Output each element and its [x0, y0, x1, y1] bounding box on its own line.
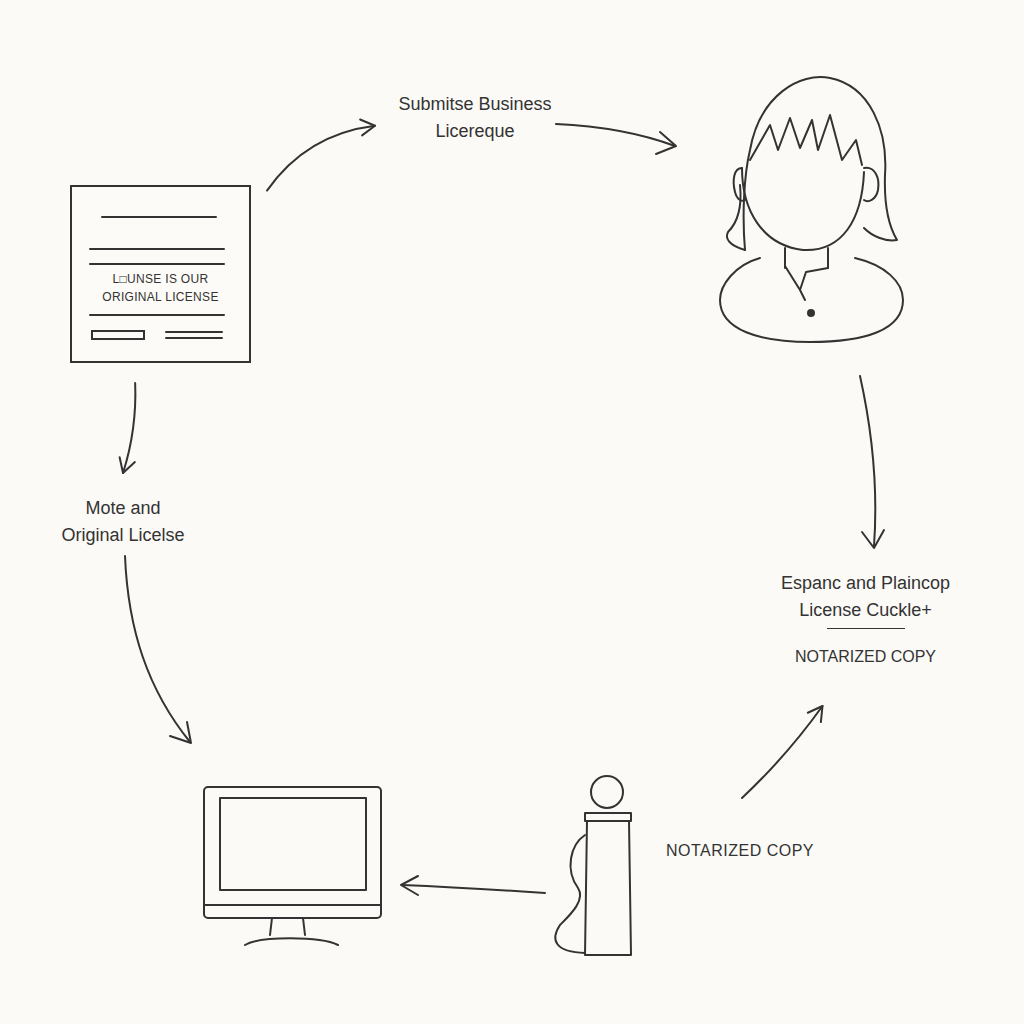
step-label: Submitse Business Licereque [385, 91, 565, 147]
node-text: Mote and Original Licelse [57, 495, 189, 549]
flow-arrow [742, 706, 823, 798]
node-text: Submitse Business Licereque [385, 91, 565, 145]
note-text: NOTARIZED COPY [758, 643, 973, 670]
divider-line [827, 628, 905, 629]
step-label: Mote and Original Licelse [57, 495, 189, 551]
node-text: NOTARIZED COPY [655, 840, 825, 862]
person-icon [720, 77, 903, 342]
flow-arrow [267, 119, 375, 190]
node-text: L□UNSE IS OUR ORIGINAL LICENSE [72, 270, 249, 306]
monitor-icon [204, 787, 381, 945]
flow-arrow [120, 383, 136, 473]
step-label: NOTARIZED COPY [655, 840, 825, 864]
document-box: L□UNSE IS OUR ORIGINAL LICENSE [70, 185, 251, 363]
step-label: Espanc and Plaincop License Cuckle+ NOTAR… [758, 570, 973, 672]
node-text: Espanc and Plaincop License Cuckle+ [758, 570, 973, 624]
notary-figure [555, 776, 631, 955]
